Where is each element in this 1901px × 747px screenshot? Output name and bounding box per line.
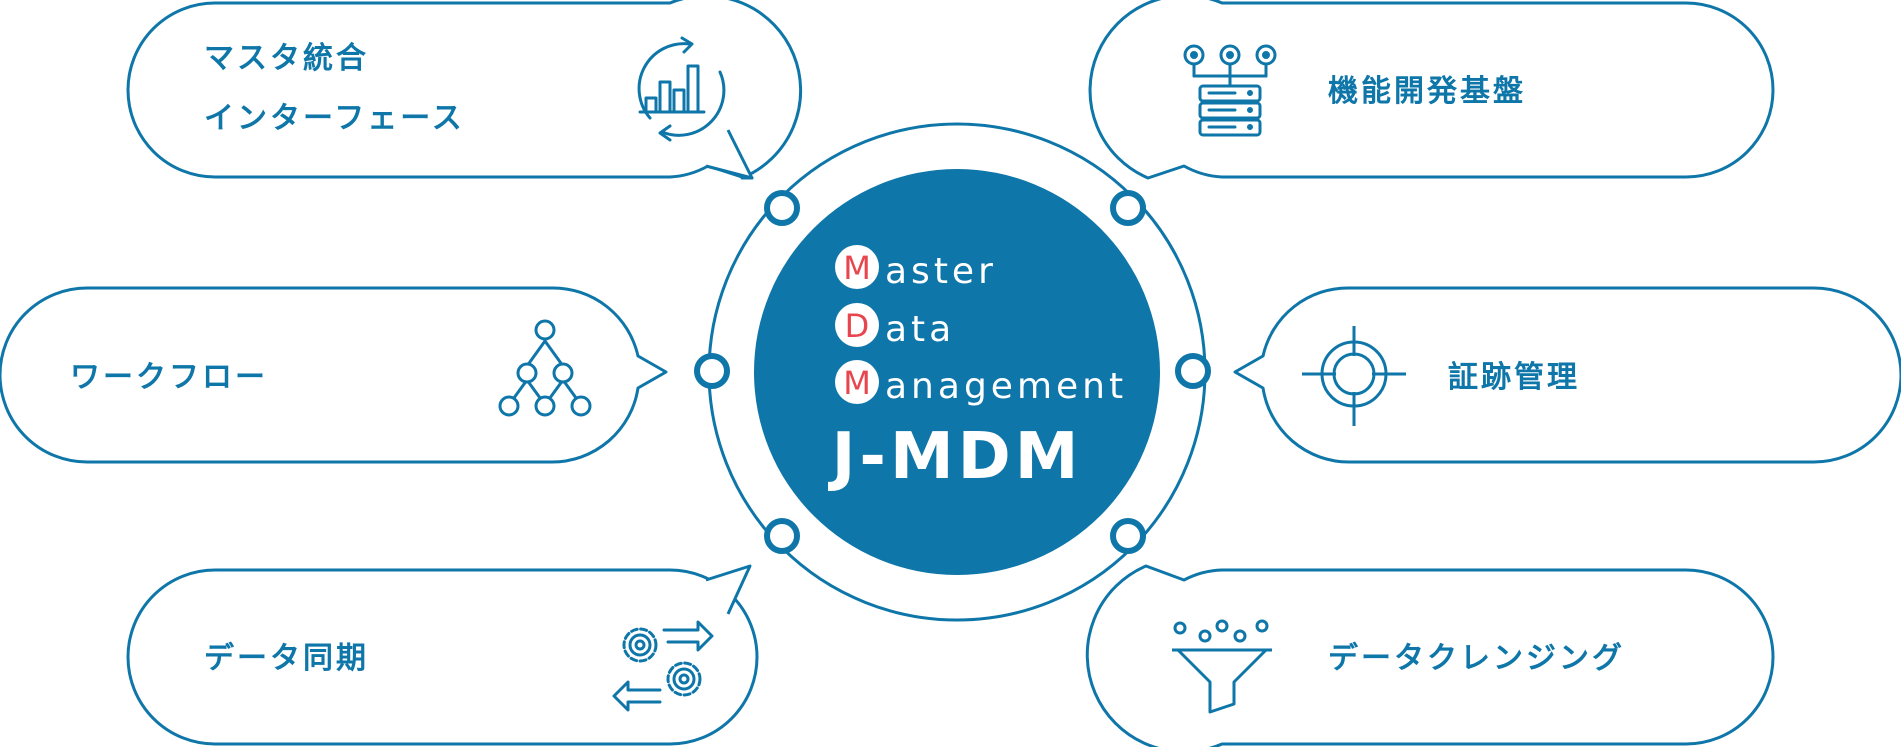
label-workflow: ワークフロー (70, 360, 268, 395)
acronym-badge (835, 245, 879, 289)
bubble-data-cleansing (1085, 564, 1775, 747)
product-name: J-MDM (828, 420, 1083, 494)
bubble-data-sync (126, 568, 759, 746)
ring-connectors (694, 190, 1211, 554)
label-audit-trail: 証跡管理 (1448, 360, 1580, 395)
funnel-filter-icon (1172, 619, 1272, 714)
tail-mask (712, 574, 738, 608)
crosshair-target-icon (1302, 326, 1406, 426)
label-function-platform: 機能開発基盤 (1328, 74, 1526, 109)
mdm-acronym: M aster D ata M anagement (835, 245, 1127, 407)
acronym-badge (835, 360, 879, 404)
bar-chart-refresh-icon (637, 36, 726, 142)
connector-dot (694, 353, 730, 389)
gears-arrows-icon (612, 620, 714, 712)
hierarchy-network-icon (498, 319, 592, 417)
acronym-letter-d: D (845, 307, 870, 345)
connector-dot (1110, 518, 1146, 554)
acronym-word-data: ata (885, 309, 955, 350)
bubble-master-integration (126, 0, 803, 180)
acronym-word-management: anagement (885, 366, 1127, 407)
connector-dot (764, 190, 800, 226)
connector-dot (1110, 190, 1146, 226)
server-network-icon (1183, 44, 1277, 137)
label-data-sync: データ同期 (204, 641, 369, 676)
connector-dot (1175, 353, 1211, 389)
bubble-audit-trail (1233, 286, 1901, 464)
bubble-workflow (0, 286, 668, 464)
label-data-cleansing: データクレンジング (1328, 641, 1625, 676)
acronym-word-master: aster (885, 251, 997, 292)
acronym-letter-m1: M (843, 249, 871, 287)
tail-mask (712, 134, 738, 170)
acronym-badge (835, 303, 879, 347)
label-master-integration-line2: インターフェース (204, 101, 465, 136)
label-master-integration-line1: マスタ統合 (204, 41, 369, 76)
acronym-letter-m2: M (843, 364, 871, 402)
center-hub: M aster D ata M anagement J-MDM (694, 122, 1211, 622)
connector-dot (764, 518, 800, 554)
